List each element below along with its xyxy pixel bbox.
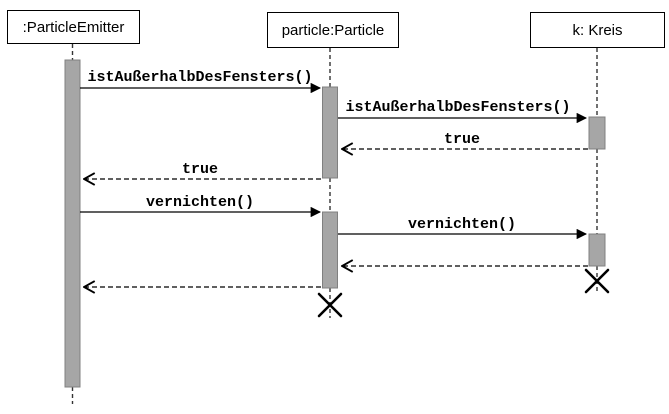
- destroy-x-kreis-icon: [584, 268, 610, 294]
- message-label-vernichten-1: vernichten(): [146, 194, 254, 211]
- lifeline-label-particle: particle:Particle: [281, 21, 385, 39]
- message-label-true-1: true: [444, 131, 480, 148]
- return-arrows-group: [84, 149, 588, 287]
- activation-emitter: [64, 59, 81, 388]
- lifeline-label-particleemitter: :ParticleEmitter: [22, 18, 125, 36]
- activation-particle-1: [322, 86, 338, 179]
- lifeline-head-kreis: k: Kreis: [530, 12, 665, 48]
- message-label-vernichten-2: vernichten(): [408, 216, 516, 233]
- message-label-true-2: true: [182, 161, 218, 178]
- destroy-x-particle-icon: [317, 292, 343, 318]
- lifeline-label-kreis: k: Kreis: [572, 21, 623, 39]
- message-label-istausserhalb-2: istAußerhalbDesFensters(): [345, 99, 570, 116]
- activation-kreis-1: [588, 116, 606, 150]
- call-arrows-group: [80, 82, 588, 240]
- activation-kreis-2: [588, 233, 606, 267]
- activations-group: [64, 59, 606, 388]
- message-label-istausserhalb-1: istAußerhalbDesFensters(): [87, 69, 312, 86]
- lifeline-head-particle: particle:Particle: [267, 12, 399, 48]
- lifeline-head-particleemitter: :ParticleEmitter: [7, 10, 140, 44]
- destroy-marks-group: [317, 268, 610, 318]
- activation-particle-2: [322, 211, 338, 289]
